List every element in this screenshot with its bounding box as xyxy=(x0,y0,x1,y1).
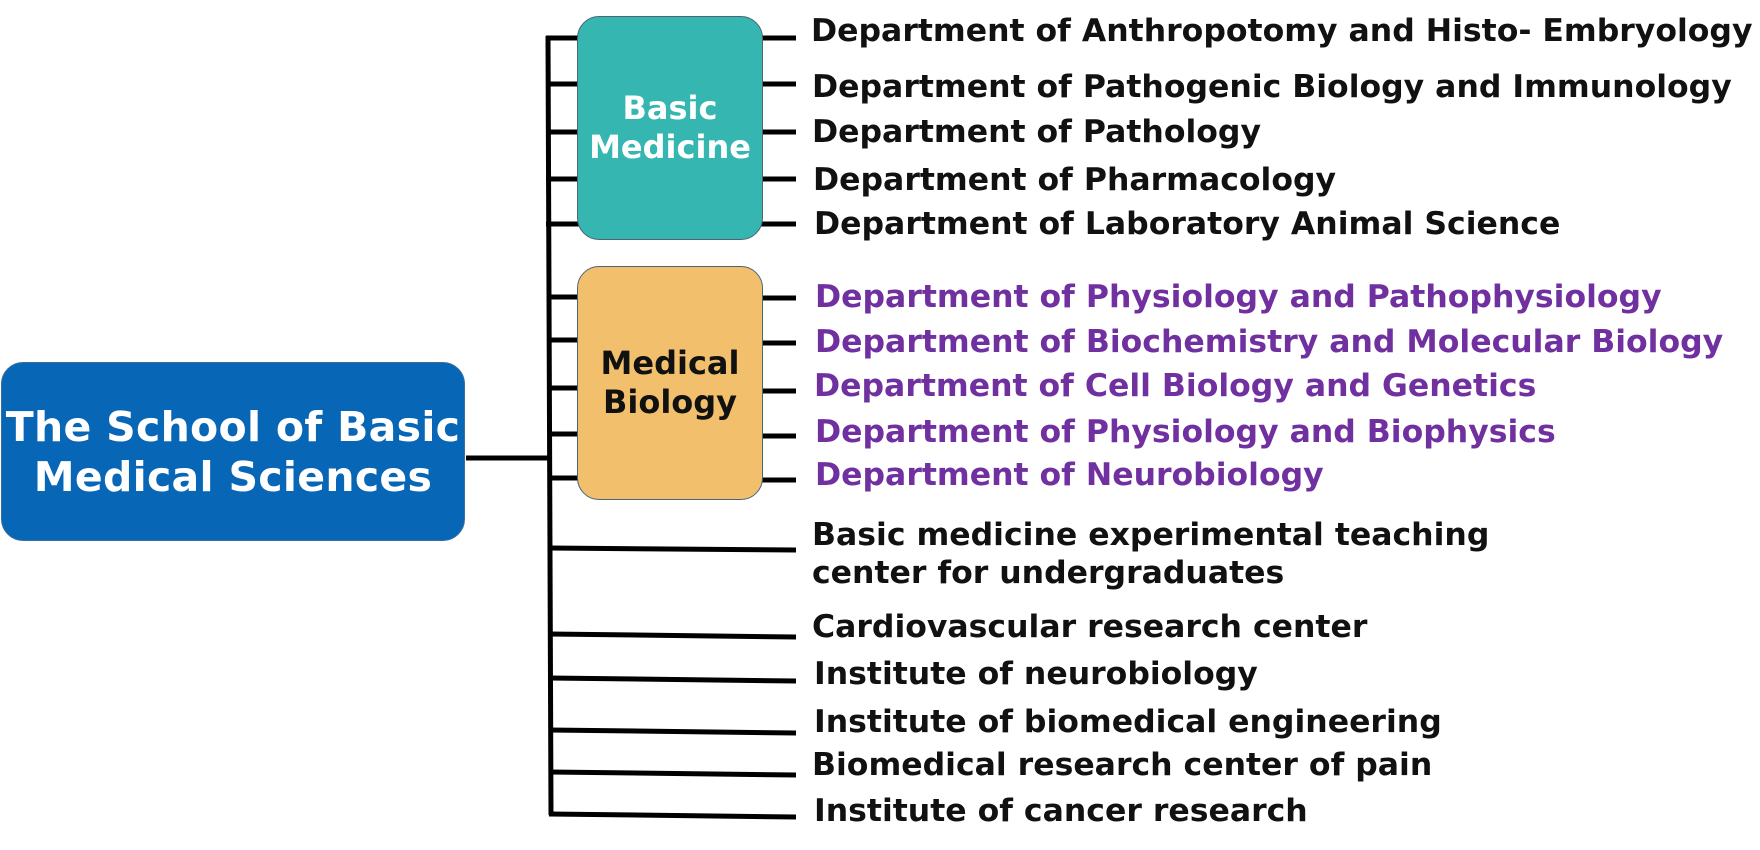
department-label: Department of Cell Biology and Genetics xyxy=(814,368,1537,404)
group-node-basic-medicine: Basic Medicine xyxy=(577,16,763,240)
department-label: Department of Pathogenic Biology and Imm… xyxy=(812,69,1732,105)
trunk-line xyxy=(545,35,554,816)
department-label: Department of Laboratory Animal Science xyxy=(814,206,1561,242)
center-label: Cardiovascular research center xyxy=(812,609,1368,645)
center-label: Institute of cancer research xyxy=(814,793,1308,829)
root-node-school: The School of Basic Medical Sciences xyxy=(1,362,465,541)
center-connector-5 xyxy=(548,769,797,778)
group-node-medical-biology: Medical Biology xyxy=(577,266,763,500)
root-title-line-1: The School of Basic xyxy=(5,402,461,451)
group-label-line-2: Biology xyxy=(602,383,738,421)
center-connector-1 xyxy=(548,545,797,553)
center-label-line-1: Basic medicine experimental teaching xyxy=(812,517,1490,553)
root-title-line-2: Medical Sciences xyxy=(33,452,433,501)
center-label-line-2: center for undergraduates xyxy=(812,555,1285,591)
department-label: Department of Pharmacology xyxy=(813,162,1337,198)
center-label: Institute of neurobiology xyxy=(814,656,1258,692)
group-label-line-2: Medicine xyxy=(589,128,751,166)
center-label: Institute of biomedical engineering xyxy=(814,704,1442,740)
group-label-line-1: Basic xyxy=(622,89,718,127)
center-connector-2 xyxy=(548,631,797,640)
center-label: Biomedical research center of pain xyxy=(812,747,1433,783)
center-connector-3 xyxy=(548,675,797,684)
group-label-line-1: Medical xyxy=(600,344,740,382)
department-label: Department of Pathology xyxy=(812,114,1261,150)
center-label: Basic medicine experimental teaching cen… xyxy=(812,516,1489,592)
department-label: Department of Physiology and Biophysics xyxy=(815,414,1556,450)
center-connector-4 xyxy=(548,727,797,736)
department-label: Department of Neurobiology xyxy=(815,457,1324,493)
department-label: Department of Physiology and Pathophysio… xyxy=(815,279,1662,315)
department-label: Department of Biochemistry and Molecular… xyxy=(815,324,1724,360)
center-connector-6 xyxy=(548,811,797,820)
department-label: Department of Anthropotomy and Histo- Em… xyxy=(811,13,1753,49)
